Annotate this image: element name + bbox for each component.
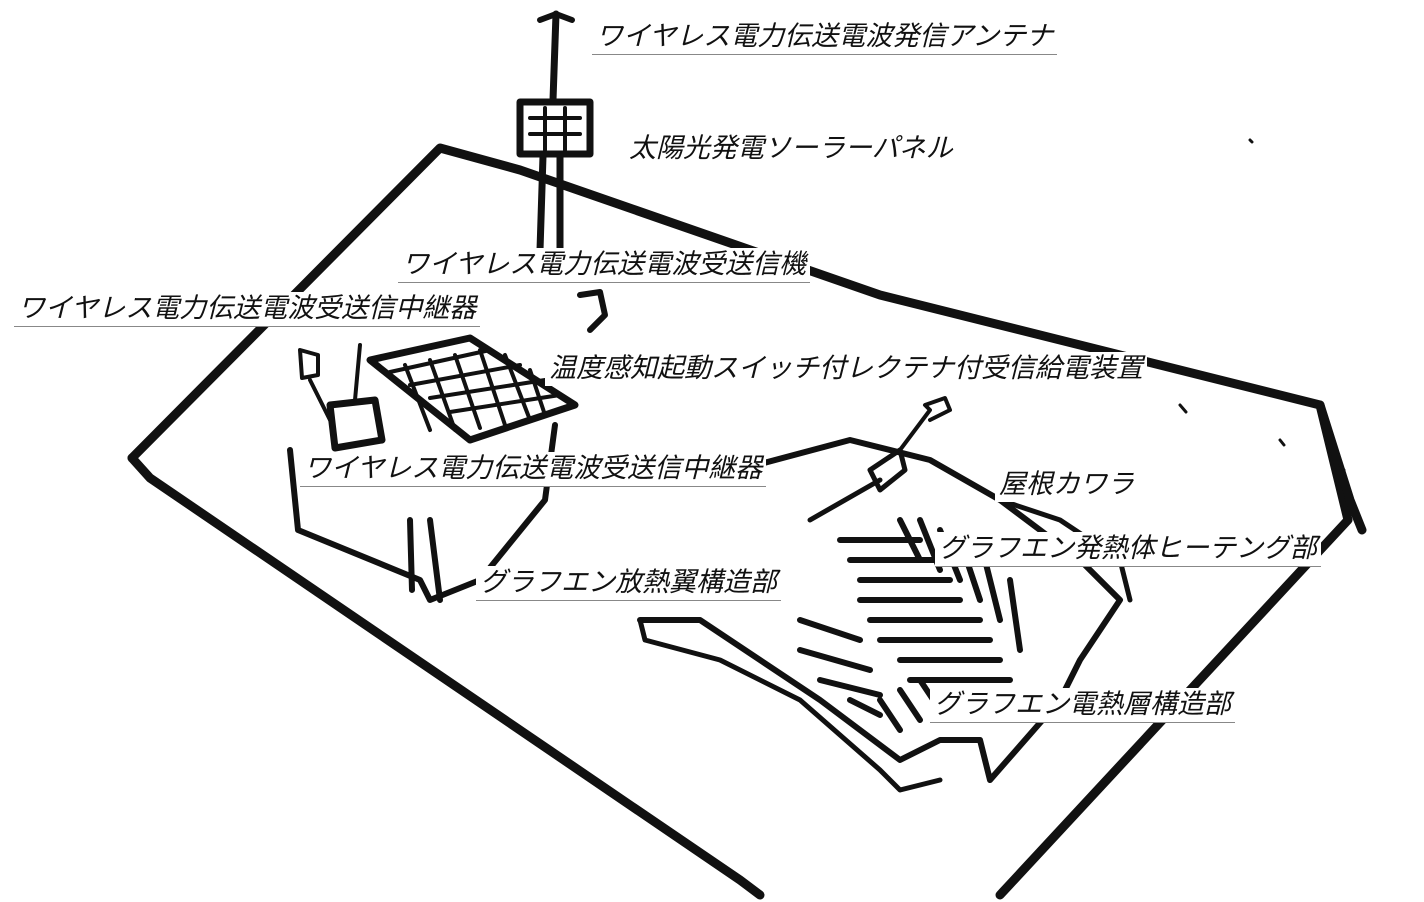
label-main-transceiver: ワイヤレス電力伝送電波受送信機 <box>398 248 811 283</box>
roof-slab <box>127 143 1367 900</box>
label-heating-part: グラフエン発熱体ヒーテング部 <box>935 532 1321 567</box>
label-solar-panel: 太陽光発電ソーラーパネル <box>625 132 957 166</box>
label-roof-tile: 屋根カワラ <box>995 468 1138 502</box>
antenna-tower <box>516 10 594 254</box>
label-electrothermal-layer: グラフエン電熱層構造部 <box>930 688 1235 723</box>
label-relay-center: ワイヤレス電力伝送電波受送信中継器 <box>300 452 767 487</box>
label-fin-structure: グラフエン放熱翼構造部 <box>476 566 781 601</box>
sketch-marks <box>1178 138 1346 472</box>
label-rectenna-receiver: 温度感知起動スイッチ付レクテナ付受信給電装置 <box>545 352 1147 386</box>
label-antenna: ワイヤレス電力伝送電波発信アンテナ <box>592 20 1058 55</box>
label-relay-left: ワイヤレス電力伝送電波受送信中継器 <box>14 292 481 327</box>
relay-device-left <box>287 289 608 603</box>
